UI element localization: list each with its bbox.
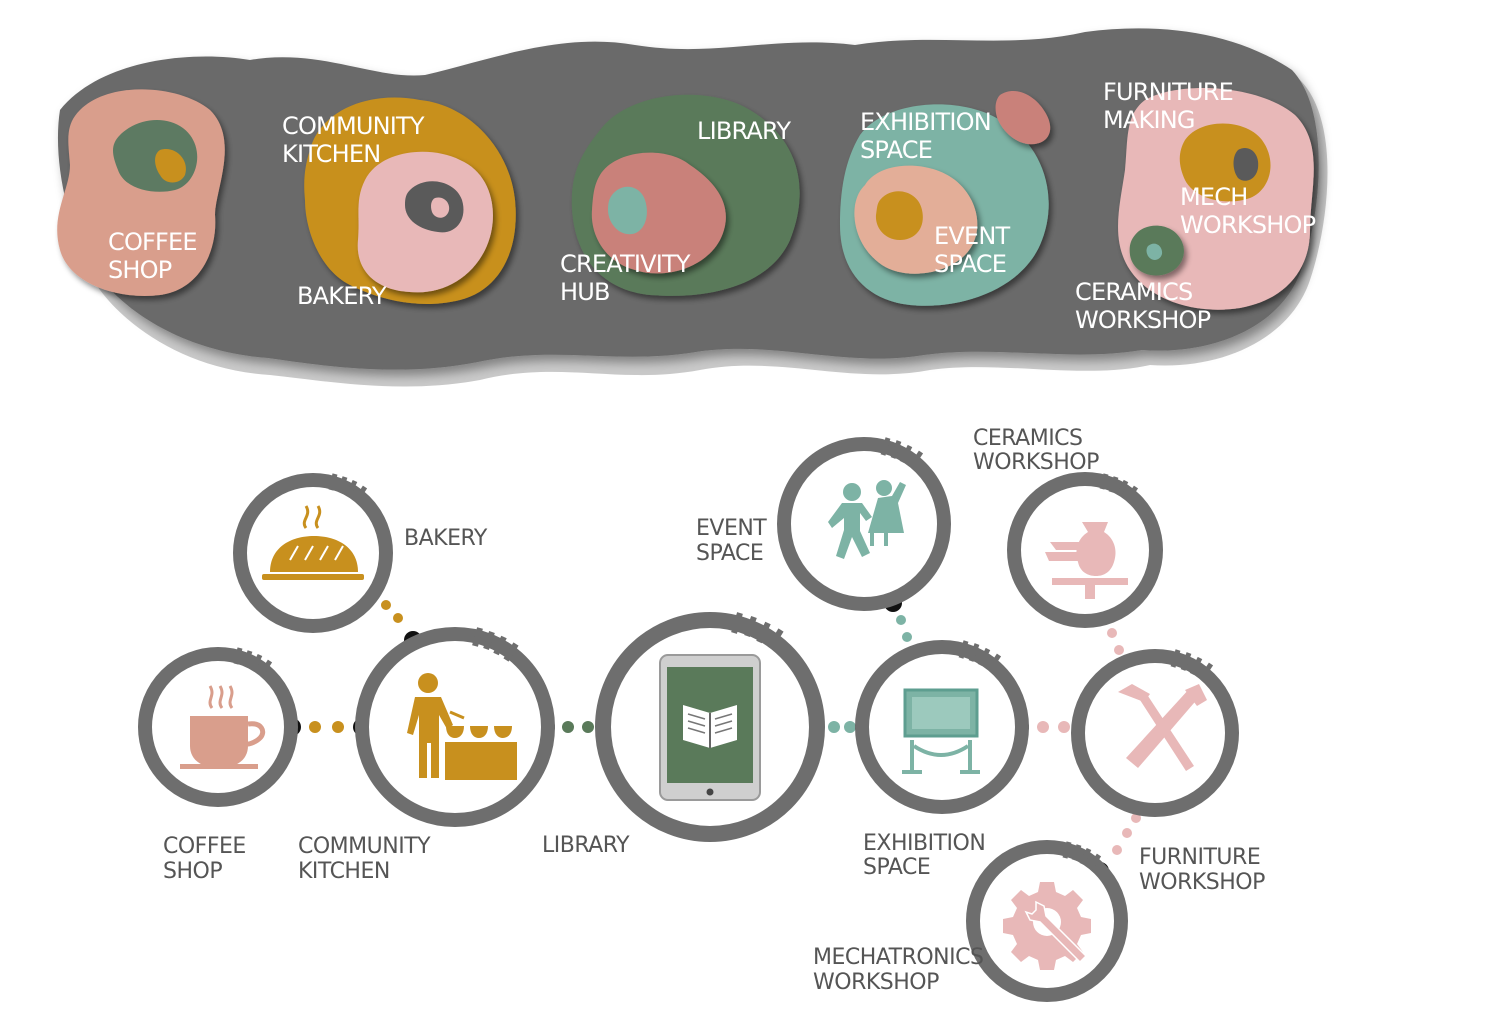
node-furniture-workshop[interactable]	[1071, 649, 1239, 817]
blob-event-core	[875, 191, 923, 240]
network-diagram: COFFEE SHOP BAKERY COMMUNITY KITCHEN LIB…	[138, 426, 1266, 1002]
label-kitchen-2: KITCHEN	[282, 140, 380, 168]
blob-small-rose	[995, 91, 1051, 145]
label-hub-2: HUB	[560, 278, 610, 306]
label-net-event-1: EVENT	[696, 516, 767, 541]
label-net-coffee-1: COFFEE	[163, 834, 246, 859]
blob-furniture-core	[1179, 123, 1271, 202]
tablet-book-icon	[659, 654, 761, 801]
label-furniture-2: MAKING	[1103, 106, 1195, 134]
gear-wrench-icon	[1003, 882, 1091, 970]
label-net-kitchen-1: COMMUNITY	[298, 834, 431, 859]
coffee-cup-icon	[180, 685, 266, 769]
label-net-exhibition-2: SPACE	[863, 855, 930, 880]
label-coffee-1: COFFEE	[108, 228, 197, 256]
chef-serving-icon	[407, 673, 517, 780]
node-community-kitchen[interactable]	[355, 627, 555, 827]
label-exhibition-2: SPACE	[860, 136, 932, 164]
label-net-ceramics-2: WORKSHOP	[973, 450, 1099, 475]
blob-coffee-hole	[113, 120, 198, 192]
label-exhibition-1: EXHIBITION	[860, 108, 991, 136]
label-bakery: BAKERY	[297, 282, 387, 310]
blob-ceramics-core	[1146, 243, 1163, 260]
pottery-icon	[1045, 522, 1128, 599]
label-coffee-2: SHOP	[108, 256, 172, 284]
label-net-furniture-2: WORKSHOP	[1139, 870, 1265, 895]
label-net-bakery: BAKERY	[404, 526, 488, 551]
dancing-couple-icon	[828, 480, 906, 559]
label-net-furniture-1: FURNITURE	[1139, 845, 1260, 870]
bread-icon	[262, 505, 364, 580]
label-net-mechatronics-1: MECHATRONICS	[813, 945, 983, 970]
label-net-library: LIBRARY	[542, 833, 630, 858]
node-exhibition-space[interactable]	[855, 640, 1029, 814]
label-event-2: SPACE	[934, 250, 1006, 278]
label-mech-1: MECH	[1180, 183, 1247, 211]
label-ceramics-2: WORKSHOP	[1075, 306, 1211, 334]
label-event-1: EVENT	[934, 222, 1010, 250]
blob-creativity-hub	[591, 152, 726, 274]
label-net-kitchen-2: KITCHEN	[298, 859, 390, 884]
node-ceramics-workshop[interactable]	[1007, 472, 1163, 628]
node-mechatronics-workshop[interactable]	[966, 840, 1128, 1002]
label-net-coffee-2: SHOP	[163, 859, 222, 884]
bubble-diagram: COFFEE SHOP COMMUNITY KITCHEN BAKERY LIB…	[57, 28, 1328, 387]
label-hub-1: CREATIVITY	[560, 250, 691, 278]
label-net-exhibition-1: EXHIBITION	[863, 831, 985, 856]
node-event-space[interactable]	[777, 437, 951, 611]
blob-coffee-core	[155, 149, 186, 183]
node-bakery[interactable]	[233, 473, 393, 633]
node-coffee-shop[interactable]	[138, 647, 298, 807]
label-furniture-1: FURNITURE	[1103, 78, 1233, 106]
exhibit-frame-icon	[902, 688, 980, 774]
node-library[interactable]	[595, 612, 825, 842]
blob-bakery-core	[431, 197, 450, 218]
label-net-event-2: SPACE	[696, 541, 763, 566]
hammer-saw-icon	[1118, 684, 1207, 771]
label-ceramics-1: CERAMICS	[1075, 278, 1192, 306]
blob-hub-core	[608, 186, 647, 235]
label-mech-2: WORKSHOP	[1180, 211, 1316, 239]
label-kitchen-1: COMMUNITY	[282, 112, 425, 140]
label-net-ceramics-1: CERAMICS	[973, 426, 1083, 451]
label-net-mechatronics-2: WORKSHOP	[813, 970, 939, 995]
label-library: LIBRARY	[697, 117, 791, 145]
blob-furniture-hole	[1233, 148, 1259, 181]
